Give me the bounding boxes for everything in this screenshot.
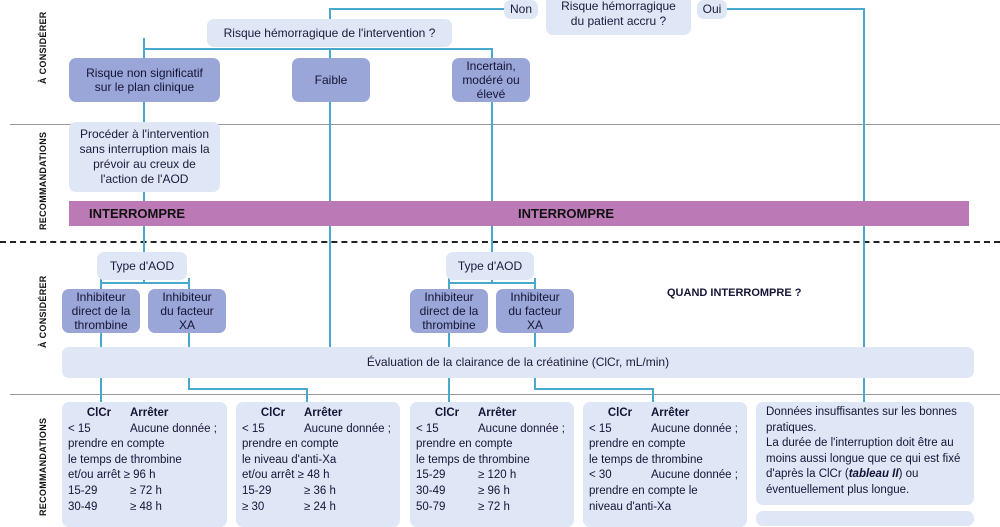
insufficient-data-box: Données insuffisantes sur les bonnes pra… [756, 402, 974, 505]
connector-line [329, 8, 504, 10]
bottom-right-box-edge [756, 511, 974, 526]
connector-line [100, 378, 102, 403]
risk-not-significant-box: Risque non significatif sur le plan clin… [69, 58, 220, 102]
table-row: ≥ 30≥ 24 h [242, 500, 336, 513]
connector-line [143, 48, 493, 50]
connector-line [652, 388, 654, 403]
connector-line [188, 378, 190, 390]
table-row: prendre en compte [416, 438, 513, 451]
when-interrupt-heading: QUAND INTERROMPRE ? [667, 287, 802, 299]
risk-uncertain-box: Incertain, modéré ou élevé [452, 58, 530, 102]
col-arreter: Arrêter [130, 407, 169, 419]
insufficient-line1: Données insuffisantes sur les bonnes pra… [766, 406, 957, 434]
table-row: 50-79≥ 72 h [416, 500, 510, 513]
proceed-recommendation: Procéder à l'intervention sans interrupt… [69, 122, 220, 192]
connector-line [306, 388, 308, 403]
connector-line [100, 282, 190, 284]
xa-inhibitor-left: Inhibiteur du facteur XA [148, 289, 226, 333]
col-clcr: ClCr [86, 407, 112, 419]
table-row: 15-29≥ 36 h [242, 484, 336, 497]
connector-line [534, 378, 536, 390]
intervention-risk-question: Risque hémorragique de l'intervention ? [207, 19, 452, 47]
table-row: le temps de thrombine [589, 453, 703, 466]
side-label-consider-bottom: À CONSIDÉRER [38, 275, 48, 348]
table-row: prendre en compte le [589, 484, 698, 497]
table-row: et/ou arrêt ≥ 96 h [68, 469, 156, 482]
connector-line [188, 388, 308, 390]
side-label-recommend-bottom: RECOMMANDATIONS [38, 417, 48, 516]
connector-line [534, 333, 536, 348]
connector-line [329, 9, 331, 21]
connector-line [448, 378, 450, 403]
table-row: prendre en compte [68, 438, 165, 451]
thrombin-inhibitor-right: Inhibiteur direct de la thrombine [410, 289, 488, 333]
connector-line [143, 102, 145, 122]
aod-type-box-left: Type d'AOD [97, 252, 187, 280]
table-row: le niveau d'anti-Xa [242, 453, 337, 466]
connector-line [491, 48, 493, 60]
insufficient-line2b: ) ou éventuellement plus longue. [766, 468, 919, 496]
connector-line [100, 278, 102, 290]
interrupt-label-center: INTERROMPRE [518, 206, 615, 221]
table-row: 15-29≥ 120 h [416, 469, 517, 482]
divider-bottom-sections [10, 394, 1000, 395]
connector-line [534, 278, 536, 290]
insufficient-line2a: La durée de l'interruption doit être au … [766, 437, 961, 480]
connector-line [143, 278, 145, 284]
patient-risk-question: Risque hémorragique du patient accru ? [546, 0, 691, 35]
thrombin-inhibitor-left: Inhibiteur direct de la thrombine [62, 289, 140, 333]
col-clcr: ClCr [434, 407, 460, 419]
col-arreter: Arrêter [478, 407, 517, 419]
connector-line [448, 333, 450, 348]
connector-line [188, 278, 190, 290]
col-arreter: Arrêter [651, 407, 690, 419]
connector-line [491, 102, 493, 254]
col-clcr: ClCr [607, 407, 633, 419]
divider-top-sections [10, 124, 1000, 125]
table-row: le temps de thrombine [68, 453, 182, 466]
connector-line [329, 48, 331, 60]
connector-line [491, 278, 493, 284]
interrupt-label-left: INTERROMPRE [89, 206, 186, 221]
table-row: 30-49≥ 48 h [68, 500, 162, 513]
interrupt-band: INTERROMPRE INTERROMPRE [69, 201, 969, 226]
col-clcr: ClCr [260, 407, 286, 419]
table-row: et/ou arrêt ≥ 48 h [242, 469, 330, 482]
connector-line [188, 333, 190, 348]
table-row: 15-29≥ 72 h [68, 484, 162, 497]
table-row: niveau d'anti-Xa [589, 500, 672, 513]
answer-oui: Oui [697, 0, 727, 19]
table-reference: tableau II [848, 468, 899, 480]
answer-non: Non [504, 0, 538, 19]
table-row: 30-49≥ 96 h [416, 484, 510, 497]
aod-type-box-right: Type d'AOD [446, 252, 534, 280]
table-row: prendre en compte [242, 438, 339, 451]
table-row: le temps de thrombine [416, 453, 530, 466]
risk-low-box: Faible [292, 58, 370, 102]
connector-line [724, 8, 864, 10]
section-divider-dashed [0, 241, 1000, 243]
side-label-recommend-top: RECOMMANDATIONS [38, 131, 48, 230]
col-arreter: Arrêter [304, 407, 343, 419]
connector-line [100, 333, 102, 348]
connector-line [534, 388, 654, 390]
connector-line [448, 278, 450, 290]
xa-inhibitor-right: Inhibiteur du facteur XA [496, 289, 574, 333]
clcr-evaluation-bar: Évaluation de la clairance de la créatin… [62, 347, 974, 378]
table-row: prendre en compte [589, 438, 686, 451]
side-label-consider-top: À CONSIDÉRER [38, 11, 48, 84]
